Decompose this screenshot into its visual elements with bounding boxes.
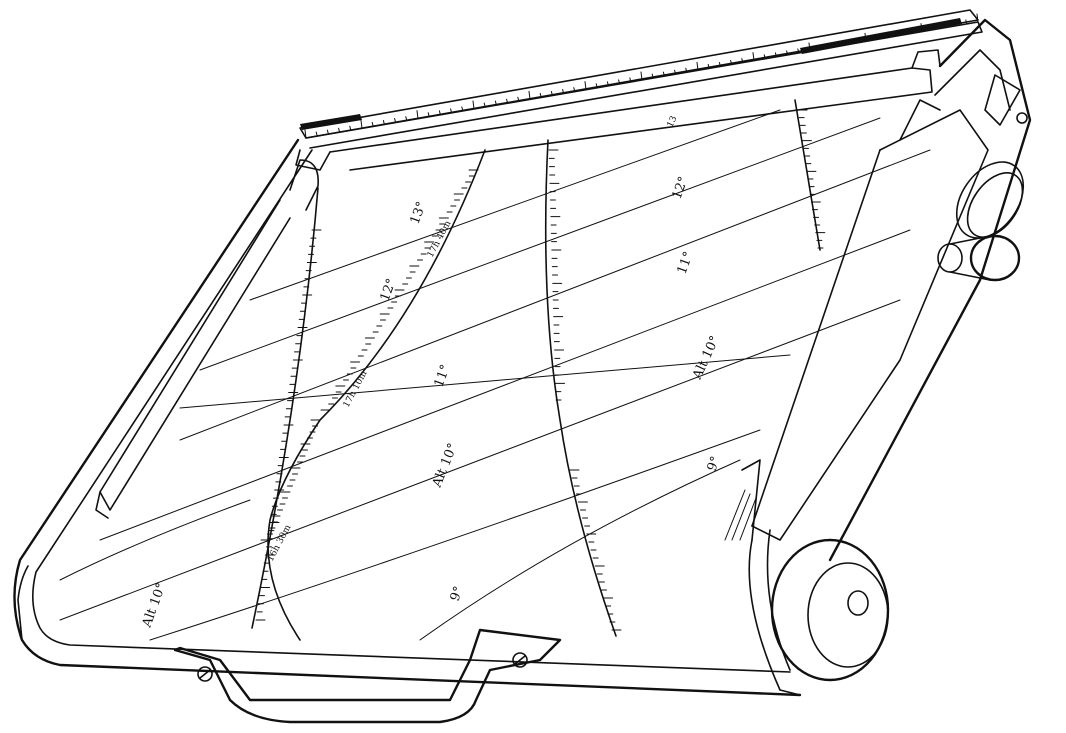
label-deg-13: 13° [408, 200, 430, 227]
ruler-tick [427, 112, 430, 118]
ruler-tick [786, 50, 789, 56]
ruler-tick [741, 58, 744, 64]
ruler-tick [528, 90, 531, 100]
ruler-tick [853, 38, 856, 44]
ruler-tick-marks [304, 13, 979, 139]
ruler-tick [450, 108, 453, 114]
ruler-tick [539, 92, 542, 98]
ruler-tick [394, 118, 397, 124]
ruler-tick [349, 125, 352, 131]
label-alt-right: Alt 10° [690, 334, 723, 383]
ruler-tick [584, 81, 587, 91]
ruler-tick [842, 40, 845, 46]
ruler-tick [898, 31, 901, 37]
ruler-tick [382, 119, 385, 125]
ruler-tick [304, 129, 307, 139]
ruler-tick [338, 127, 341, 133]
ruler-tick [965, 19, 968, 25]
carry-handle [173, 628, 562, 724]
ruler-tick [920, 23, 923, 33]
ruler-tick [662, 71, 665, 77]
ruler-tick [483, 102, 486, 108]
ruler-tick [595, 83, 598, 89]
ruler-tick [472, 100, 475, 110]
roller-housing [724, 18, 1032, 696]
ruler-tick [942, 23, 945, 29]
label-deg-11-mid: 11° [432, 363, 454, 390]
ruler-tick [685, 67, 688, 73]
label-deg-11-right: 11° [675, 250, 697, 277]
ruler-tick [707, 63, 710, 69]
ruler-tick [562, 89, 565, 95]
ruler-tick [651, 73, 654, 79]
chart-labels: Alt 10° Alt 10° Alt 10° 13° 12° 12° 11° … [139, 114, 723, 630]
ruler-tick [730, 60, 733, 66]
ruler-tick [461, 106, 464, 112]
ruler-tick [864, 32, 867, 42]
ruler-tick [886, 32, 889, 38]
ruler-tick [326, 129, 329, 135]
ruler-tick [909, 29, 912, 35]
label-deg-12-right: 12° [670, 175, 692, 202]
label-top-right-13: 13 [666, 114, 680, 129]
ruler-tick [875, 34, 878, 40]
chart-scale-ticks [255, 109, 826, 631]
ruler-tick [360, 119, 363, 129]
ruler-tick [606, 81, 609, 87]
label-time-17h10m: 17h 10m [342, 369, 370, 410]
ruler-tick [931, 25, 934, 31]
ruler-tick [494, 100, 497, 106]
ruler-tick [371, 121, 374, 127]
ruler-tick [550, 90, 553, 96]
label-alt-mid: Alt 10° [429, 441, 460, 490]
ruler-tick [674, 69, 677, 75]
ruler-tick [819, 44, 822, 50]
ruler-tick [405, 116, 408, 122]
ruler-tick [629, 77, 632, 83]
ruler-tick [696, 61, 699, 71]
ruler-tick [517, 96, 520, 102]
ruler-tick [830, 42, 833, 48]
ruler-tick [506, 98, 509, 104]
ruler-tick [315, 131, 318, 137]
frame-outer [13, 49, 941, 697]
ruler-tick [416, 110, 419, 120]
ruler-tick [763, 54, 766, 60]
ruler-tick [954, 21, 957, 27]
ruler-tick [438, 110, 441, 116]
ruler-tick [618, 79, 621, 85]
label-time-16h30m: 16h 30m [266, 523, 294, 564]
label-deg-12-upper: 12° [378, 277, 400, 304]
ruler-tick [797, 48, 800, 54]
ruler-tick [718, 61, 721, 67]
ruler-tick [976, 13, 979, 23]
label-deg-9-right: 9° [705, 454, 724, 473]
chart-grid [59, 99, 931, 641]
ruler-tick [774, 52, 777, 58]
ruler-tick [752, 52, 755, 62]
ruler-tick [808, 42, 811, 52]
ruler-tick [573, 87, 576, 93]
top-ruler [299, 9, 983, 149]
ruler-tick [640, 71, 643, 81]
label-deg-9-lower: 9° [448, 584, 467, 603]
